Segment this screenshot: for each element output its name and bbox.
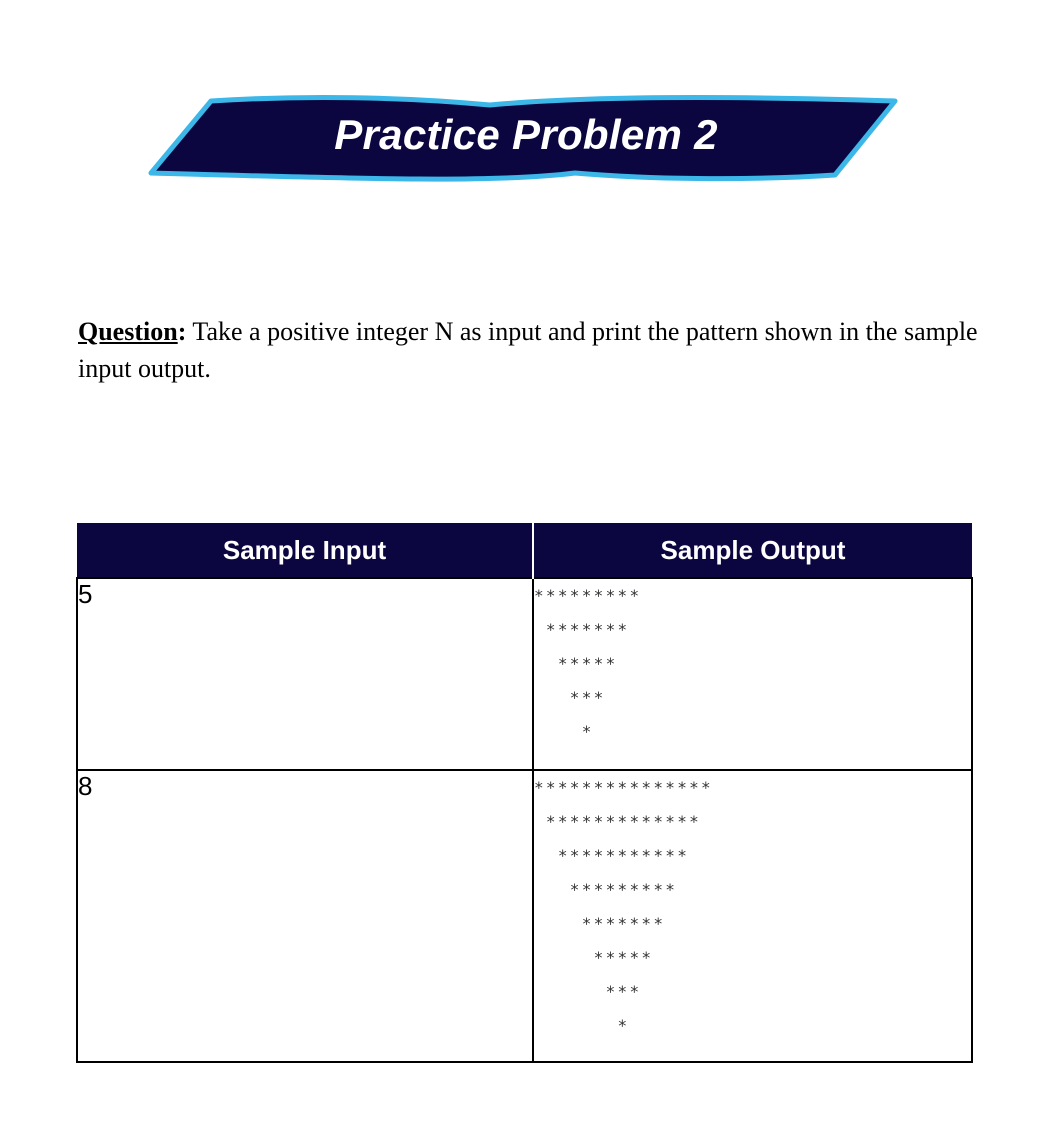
output-line: * xyxy=(534,1016,630,1035)
output-line: ************* xyxy=(534,812,702,831)
banner-shape xyxy=(148,95,898,182)
question-paragraph: Question: Take a positive integer N as i… xyxy=(78,313,978,387)
question-text: Take a positive integer N as input and p… xyxy=(78,317,978,383)
sample-input-cell: 8 xyxy=(76,769,534,1063)
header-sample-output: Sample Output xyxy=(532,523,972,578)
output-line: *************** xyxy=(534,778,713,797)
question-colon: : xyxy=(177,317,187,346)
output-line: *** xyxy=(534,688,606,707)
title-banner: Practice Problem 2 xyxy=(145,93,901,188)
table-row: 5 ********* ******* ***** *** * xyxy=(76,577,973,771)
sample-input-cell: 5 xyxy=(76,577,534,771)
output-line: ******* xyxy=(534,914,666,933)
output-line: *********** xyxy=(534,846,690,865)
table-header-row: Sample Input Sample Output xyxy=(77,523,972,578)
output-line: * xyxy=(534,722,594,741)
output-line: ********* xyxy=(534,880,678,899)
output-line: ***** xyxy=(534,948,654,967)
output-line: ********* xyxy=(534,586,642,605)
question-label: Question xyxy=(78,317,178,346)
sample-output-cell: *************** ************* **********… xyxy=(532,769,973,1063)
table-row: 8 *************** ************* ********… xyxy=(76,769,973,1063)
page-title: Practice Problem 2 xyxy=(334,111,718,158)
output-line: ***** xyxy=(534,654,618,673)
output-line: ******* xyxy=(534,620,630,639)
samples-table: Sample Input Sample Output 5 ********* *… xyxy=(76,523,973,1063)
header-sample-input: Sample Input xyxy=(77,523,533,578)
output-line: *** xyxy=(534,982,642,1001)
sample-output-cell: ********* ******* ***** *** * xyxy=(532,577,973,771)
